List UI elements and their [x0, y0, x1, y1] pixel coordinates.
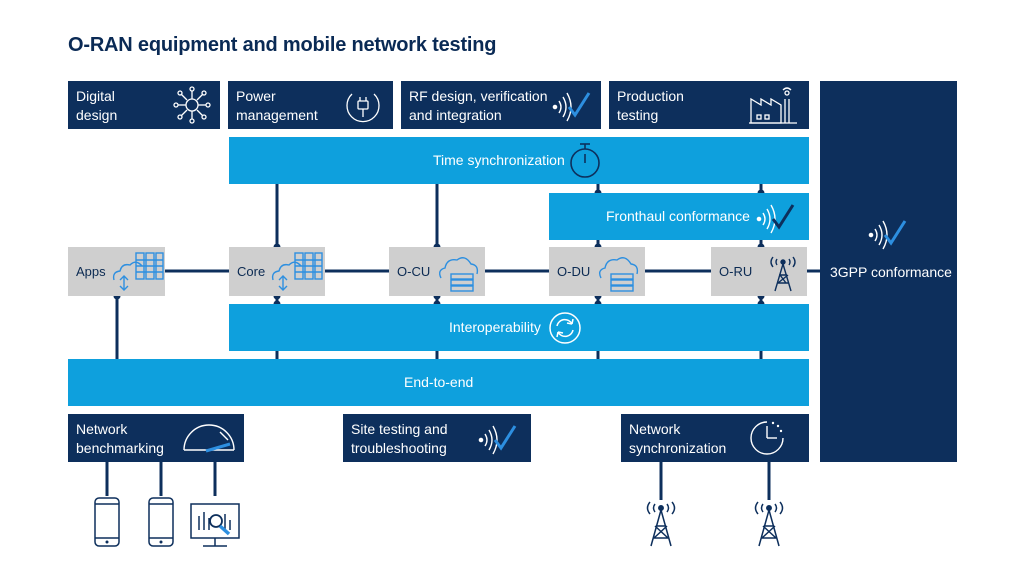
node-odu: O-DU	[549, 247, 645, 296]
end-to-end-label: End-to-end	[404, 374, 474, 390]
speedometer-icon	[183, 424, 235, 453]
box-network-synchronization: Network synchronization	[621, 414, 809, 462]
ocu-label: O-CU	[397, 264, 431, 279]
smartphone-icon	[148, 497, 174, 547]
bar-fronthaul-conformance: Fronthaul conformance	[549, 193, 809, 240]
diagram-title: O-RAN equipment and mobile network testi…	[68, 34, 497, 56]
box-network-benchmarking: Network benchmarking	[68, 414, 244, 462]
signal-check-icon	[552, 92, 591, 122]
chip-circuit-icon	[173, 86, 211, 124]
node-core: Core	[229, 247, 325, 296]
odu-label: O-DU	[557, 264, 591, 279]
node-apps: Apps	[68, 247, 165, 296]
box-power-management: Power management	[228, 81, 393, 129]
clock-icon	[750, 421, 784, 455]
network-sync-label: Network synchronization	[629, 421, 727, 456]
interoperability-label: Interoperability	[449, 319, 541, 335]
cloud-server-icon	[112, 252, 164, 291]
oru-label: O-RU	[719, 264, 753, 279]
box-site-testing: Site testing and troubleshooting	[343, 414, 531, 462]
site-testing-label: Site testing and troubleshooting	[351, 421, 448, 456]
bar-time-synchronization: Time synchronization	[229, 137, 809, 184]
radio-tower-icon	[646, 501, 676, 547]
core-label: Core	[237, 264, 266, 279]
production-testing-label: Production testing	[617, 88, 684, 123]
box-3gpp-conformance: 3GPP conformance	[820, 81, 957, 462]
smartphone-icon	[94, 497, 120, 547]
box-digital-design: Digital design	[68, 81, 220, 129]
benchmarking-label: Network benchmarking	[76, 421, 164, 456]
sync-cycle-icon	[549, 312, 581, 344]
cloud-storage-icon	[438, 257, 479, 292]
digital-design-label: Digital design	[76, 88, 118, 123]
apps-label: Apps	[76, 264, 106, 279]
gpp-conformance-label: 3GPP conformance	[830, 264, 952, 280]
time-sync-label: Time synchronization	[433, 152, 565, 168]
factory-icon	[749, 87, 797, 124]
node-oru: O-RU	[711, 247, 807, 296]
monitor-analysis-icon	[190, 503, 240, 547]
radio-tower-icon	[770, 256, 796, 292]
cloud-server-icon	[271, 252, 323, 291]
radio-tower-icon	[754, 501, 784, 547]
bar-interoperability: Interoperability	[229, 304, 809, 351]
power-management-label: Power management	[236, 88, 318, 123]
signal-check-icon	[756, 204, 795, 234]
cloud-storage-icon	[598, 257, 639, 292]
box-production-testing: Production testing	[609, 81, 809, 129]
signal-check-icon	[478, 425, 517, 455]
node-ocu: O-CU	[389, 247, 485, 296]
rf-design-label: RF design, verification and integration	[409, 88, 548, 123]
bar-end-to-end: End-to-end	[68, 359, 809, 406]
stopwatch-icon	[570, 143, 600, 178]
box-rf-design: RF design, verification and integration	[401, 81, 601, 129]
fronthaul-label: Fronthaul conformance	[606, 208, 750, 224]
power-plug-icon	[346, 93, 380, 123]
signal-check-icon	[868, 220, 907, 250]
